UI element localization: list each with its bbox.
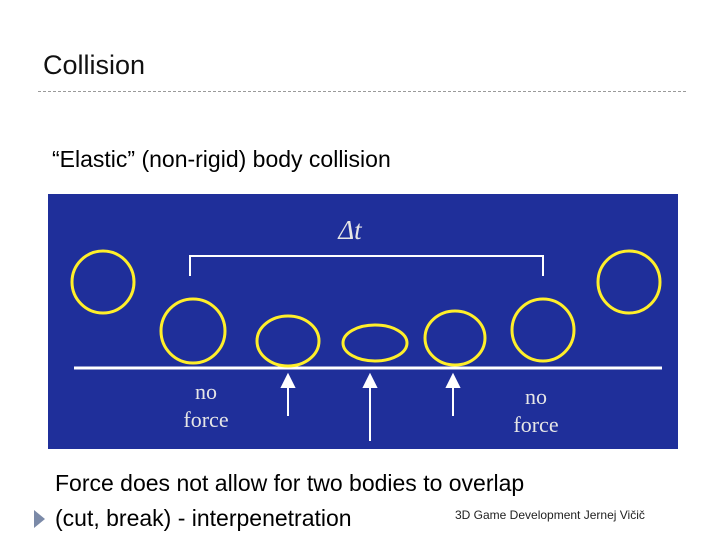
right-label-line1: no (525, 384, 547, 409)
slide-footer: 3D Game Development Jernej Vičič (455, 508, 645, 522)
left-label-line1: no (195, 379, 217, 404)
left-label-line2: force (183, 407, 228, 432)
body-text-line-2: (cut, break) - interpenetration (55, 505, 352, 532)
delta-t-label: Δt (337, 215, 363, 245)
body-text-line-1: Force does not allow for two bodies to o… (55, 470, 524, 497)
bullet-marker (34, 510, 45, 528)
figure-background (48, 194, 678, 449)
right-label-line2: force (513, 412, 558, 437)
slide-title: Collision (43, 50, 145, 81)
triangle-bullet-icon (34, 510, 45, 528)
collision-figure: Δt no force no force (48, 194, 678, 449)
slide-subtitle: “Elastic” (non-rigid) body collision (52, 146, 391, 173)
title-divider (38, 91, 686, 92)
collision-diagram: Δt no force no force (48, 194, 678, 449)
